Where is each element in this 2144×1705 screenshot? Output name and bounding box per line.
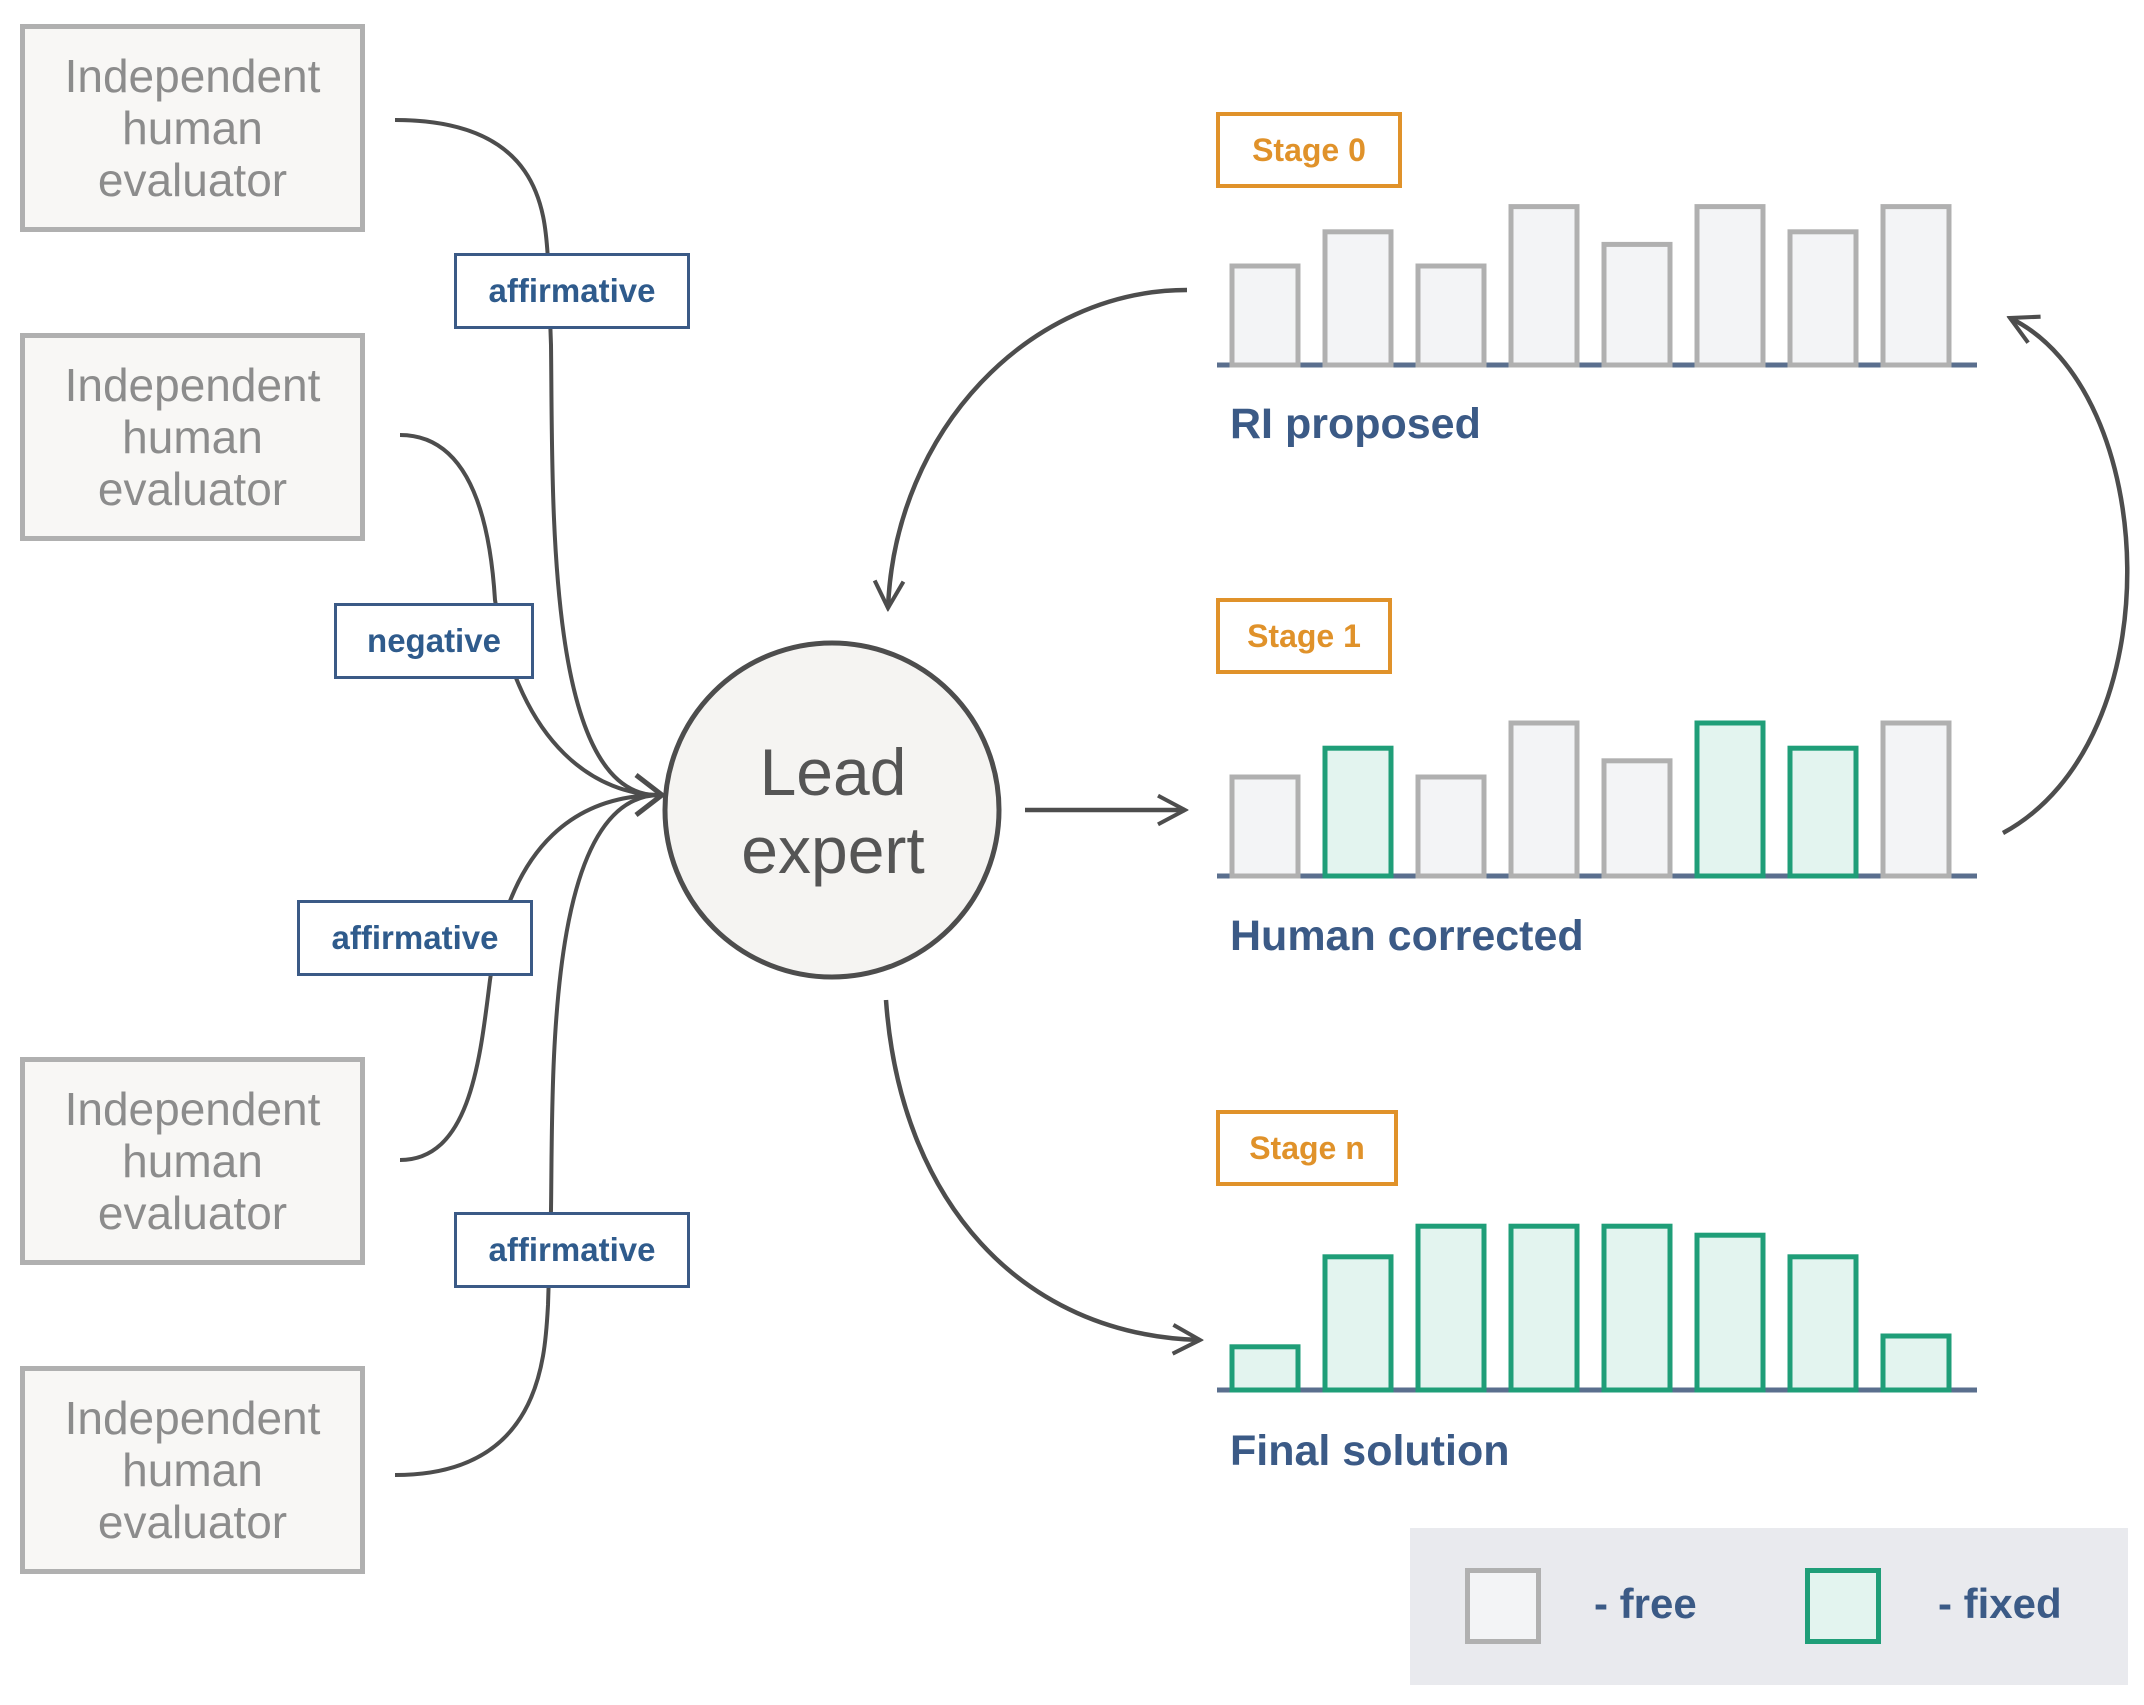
evaluator-label: Independent human evaluator [64, 50, 321, 206]
connector-evaluator-2 [399, 433, 661, 797]
stage-2-bar-5-fixed [1601, 1223, 1673, 1393]
arrowhead-into-lead [634, 773, 667, 817]
arrow-stage1-to-stage0 [2001, 318, 2130, 835]
stage-caption-0: RI proposed [1230, 400, 1481, 448]
evaluator-box-3: Independent human evaluator [20, 1057, 365, 1265]
feedback-tag-negative: negative [334, 603, 534, 679]
stage-2-bar-3-fixed [1415, 1223, 1487, 1393]
arrow-lead-to-stage-n [883, 999, 1200, 1340]
stage-tag-1: Stage 1 [1216, 598, 1392, 674]
stage-2-bar-1-fixed [1229, 1344, 1301, 1393]
stage-0-bar-4-free [1508, 204, 1580, 368]
stage-1-bar-7-fixed [1787, 745, 1859, 879]
stage-2-bar-4-fixed [1508, 1223, 1580, 1393]
stage-0-bar-3-free [1415, 263, 1487, 368]
stage-0-bar-7-free [1787, 229, 1859, 368]
lead-expert-line-1: Lead [759, 735, 907, 809]
evaluator-label: Independent human evaluator [64, 359, 321, 515]
arrow-stage0-to-lead [888, 287, 1188, 608]
connector-evaluator-4 [394, 793, 661, 1477]
connector-evaluator-3 [399, 793, 661, 1162]
legend-free-swatch [1465, 1568, 1541, 1644]
stage-1-bar-5-free [1601, 758, 1673, 879]
stage-0-bar-8-free [1880, 204, 1952, 368]
stage-0-bar-2-free [1322, 229, 1394, 368]
bar-charts [1217, 204, 1977, 1393]
evaluator-box-2: Independent human evaluator [20, 333, 365, 541]
stage-1-bar-6-fixed [1694, 720, 1766, 879]
evaluator-label: Independent human evaluator [64, 1392, 321, 1548]
legend-fixed-swatch [1805, 1568, 1881, 1644]
legend-free-label: - free [1594, 1580, 1697, 1627]
stage-tag-0: Stage 0 [1216, 112, 1402, 188]
stage-caption-1: Human corrected [1230, 912, 1584, 960]
evaluator-label: Independent human evaluator [64, 1083, 321, 1239]
stage-tag-n: Stage n [1216, 1110, 1398, 1186]
feedback-tag-affirmative: affirmative [297, 900, 533, 976]
stage-0-bar-1-free [1229, 263, 1301, 368]
lead-expert-label: Lead expert [668, 733, 998, 889]
stage-2-bar-6-fixed [1694, 1232, 1766, 1393]
feedback-tag-affirmative: affirmative [454, 253, 690, 329]
lead-expert-line-2: expert [741, 813, 925, 887]
stage-1-bar-4-free [1508, 720, 1580, 879]
stage-1-bar-3-free [1415, 774, 1487, 879]
stage-2-bar-8-fixed [1880, 1333, 1952, 1393]
stage-0-bar-6-free [1694, 204, 1766, 368]
connector-evaluator-1 [394, 118, 661, 798]
stage-1-bar-1-free [1229, 774, 1301, 879]
stage-2-bar-2-fixed [1322, 1254, 1394, 1393]
stage-2-bar-7-fixed [1787, 1254, 1859, 1393]
stage-1-bar-2-fixed [1322, 745, 1394, 879]
stage-0-bar-5-free [1601, 241, 1673, 368]
stage-caption-n: Final solution [1230, 1427, 1510, 1475]
legend-fixed-label: - fixed [1938, 1580, 2062, 1627]
lead-expert-node [662, 640, 1002, 980]
legend: - free - fixed [1410, 1528, 2128, 1685]
feedback-tag-affirmative: affirmative [454, 1212, 690, 1288]
stage-1-bar-8-free [1880, 720, 1952, 879]
evaluator-box-1: Independent human evaluator [20, 24, 365, 232]
evaluator-box-4: Independent human evaluator [20, 1366, 365, 1574]
